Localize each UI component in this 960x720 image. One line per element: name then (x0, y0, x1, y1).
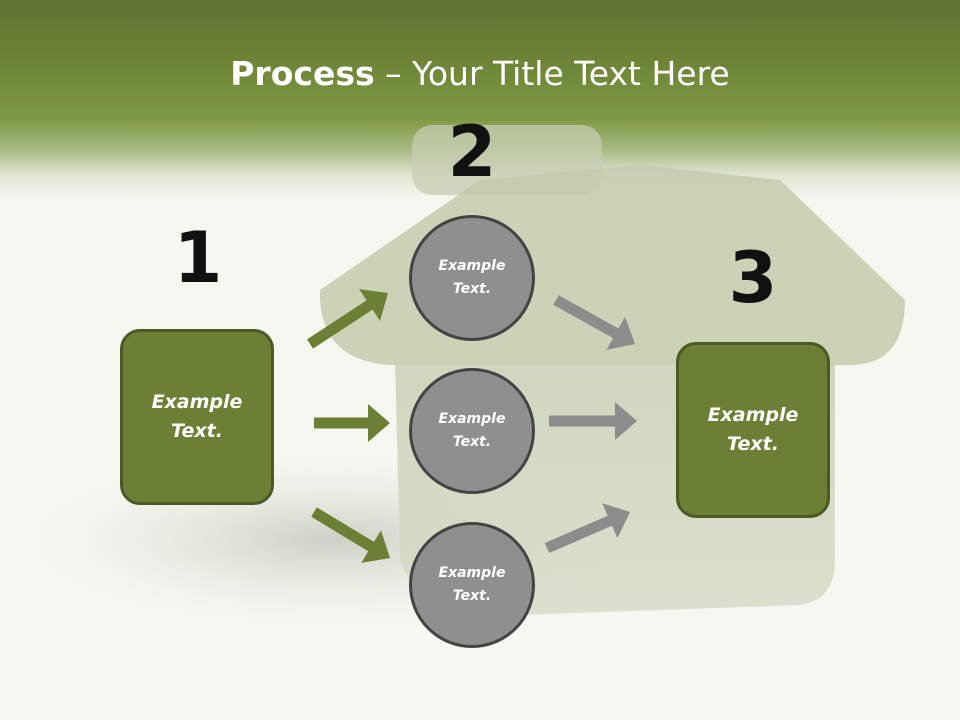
arrow-bottom-to-3 (544, 503, 630, 553)
step-1-box: Example Text. (120, 329, 274, 505)
step-2-circle-top: Example Text. (409, 215, 535, 341)
step-1-number: 1 (173, 217, 223, 299)
slide-title: Process – Your Title Text Here (0, 52, 960, 96)
step-2-number: 2 (447, 111, 497, 193)
title-bold: Process (230, 54, 375, 93)
arrow-middle-to-3 (549, 402, 637, 440)
title-rest: – Your Title Text Here (374, 54, 730, 93)
arrow-1-to-middle (314, 404, 390, 442)
step-3-box: Example Text. (676, 342, 830, 518)
step-2-circle-middle: Example Text. (409, 368, 535, 494)
step-3-number: 3 (728, 237, 778, 319)
arrow-1-to-top (307, 289, 388, 349)
arrow-top-to-3 (553, 295, 635, 350)
step-2-circle-bottom: Example Text. (409, 522, 535, 648)
arrow-1-to-bottom (311, 507, 390, 563)
